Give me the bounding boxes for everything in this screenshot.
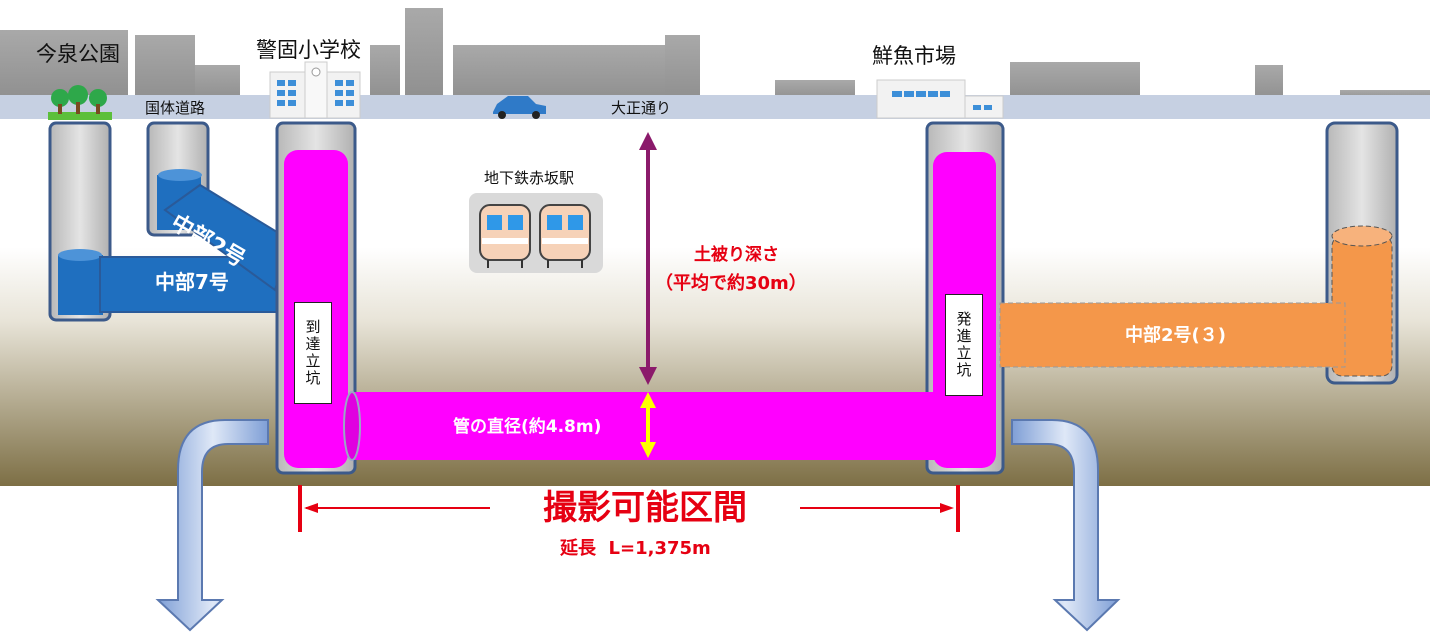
car-icon	[493, 96, 546, 119]
chubu7-pipe	[99, 256, 291, 313]
fish-market-label: 鮮魚市場	[872, 44, 956, 68]
section-line	[298, 485, 960, 532]
left-down-arrow	[155, 419, 269, 632]
subway-label: 地下鉄赤坂駅	[484, 169, 575, 187]
section-title: 撮影可能区間	[543, 488, 747, 528]
imaizumi-park-label: 今泉公園	[36, 42, 120, 66]
depth-title: 土被り深さ	[694, 245, 779, 265]
kokutai-road-label: 国体道路	[145, 99, 206, 117]
chubu7-label: 中部7号	[155, 270, 229, 294]
depth-arrow	[639, 132, 657, 385]
market-building-icon	[876, 79, 1004, 119]
chubu2-3-pipe	[999, 302, 1346, 368]
subway-station-icon	[469, 193, 603, 273]
taisho-street-label: 大正通り	[611, 99, 672, 117]
park-shaft	[48, 121, 112, 322]
tree-icons	[48, 85, 112, 120]
chubu2-3-label: 中部2号(３)	[1125, 325, 1226, 346]
diameter-arrow	[640, 392, 656, 458]
arrival-shaft-label: 到達立坑	[294, 302, 332, 404]
school-building-icon	[269, 61, 361, 119]
diameter-label: 管の直径(約4.8m)	[453, 417, 602, 437]
departure-shaft-label: 発進立坑	[945, 294, 983, 396]
depth-note: （平均で約30m）	[655, 273, 807, 294]
city-skyline	[0, 8, 1430, 100]
right-down-arrow	[1011, 419, 1121, 632]
keigo-school-label: 警固小学校	[256, 38, 361, 62]
main-pipe	[343, 391, 935, 461]
section-length: 延長 L=1,375m	[560, 538, 711, 559]
road	[0, 95, 1430, 119]
